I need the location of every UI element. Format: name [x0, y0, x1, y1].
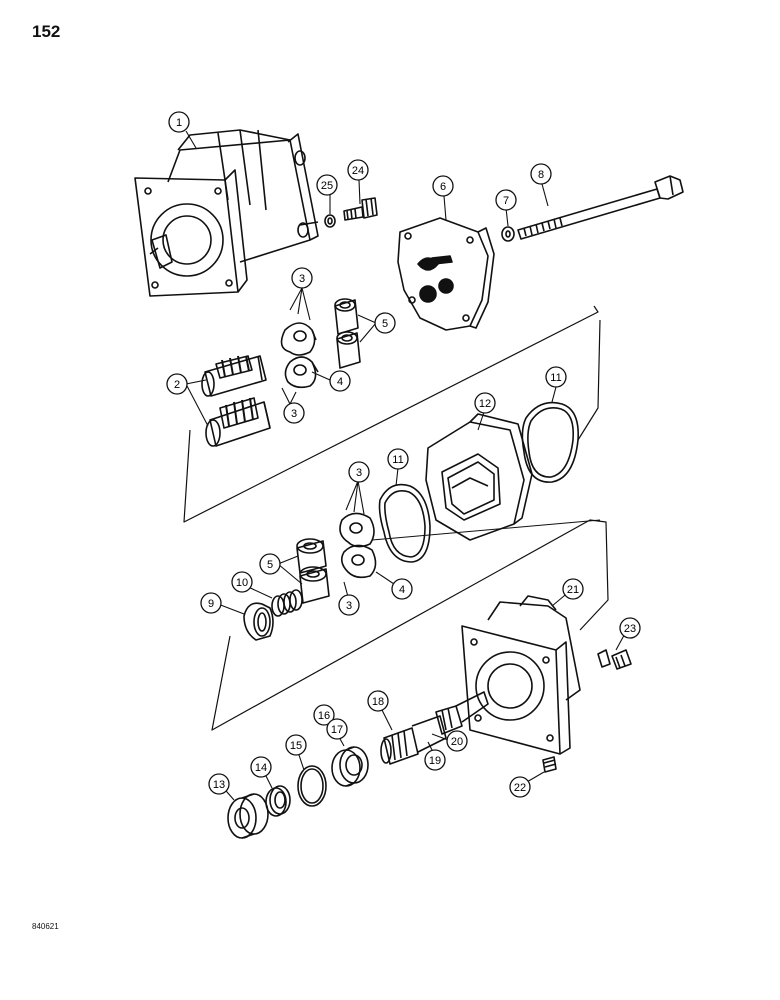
callout-11-right: 11: [545, 366, 567, 388]
svg-text:20: 20: [451, 736, 463, 748]
svg-text:8: 8: [538, 169, 544, 181]
retainer-ring-part-14: [265, 785, 291, 817]
callout-23: 23: [619, 617, 641, 639]
svg-text:5: 5: [382, 318, 388, 330]
bolt-part-24: [343, 197, 378, 221]
svg-text:7: 7: [503, 195, 509, 207]
callout-16: 16: [313, 704, 335, 726]
svg-text:11: 11: [392, 454, 403, 466]
svg-text:11: 11: [550, 372, 561, 384]
svg-text:15: 15: [290, 740, 302, 752]
callout-1: 1: [168, 111, 190, 133]
svg-text:4: 4: [337, 376, 343, 388]
svg-text:3: 3: [291, 408, 297, 420]
callout-5-upper: 5: [374, 312, 396, 334]
svg-text:19: 19: [429, 755, 441, 767]
callout-12: 12: [474, 392, 496, 414]
o-ring-part-15: [297, 765, 327, 807]
callout-5-lower: 5: [259, 553, 281, 575]
grouping-bracket-lower: [211, 519, 609, 731]
callout-18: 18: [367, 690, 389, 712]
illustration-reference-code: 840621: [32, 922, 59, 931]
callout-17: 17: [326, 718, 348, 740]
svg-text:21: 21: [567, 584, 579, 596]
gear-shaft-part-2-lower: [205, 397, 271, 447]
spring-part-10: [271, 589, 303, 617]
bearing-part-16-17: [331, 746, 369, 787]
seal-ring-part-11-right: [521, 401, 579, 483]
plug-part-22: [542, 756, 557, 773]
washer-part-7: [501, 226, 515, 242]
svg-text:18: 18: [372, 696, 384, 708]
svg-text:4: 4: [399, 584, 405, 596]
mounting-flange-part-21: [461, 595, 581, 755]
svg-text:10: 10: [236, 577, 248, 589]
svg-text:22: 22: [514, 782, 526, 794]
callout-25: 25: [316, 174, 338, 196]
svg-text:23: 23: [624, 623, 636, 635]
svg-text:14: 14: [255, 762, 267, 774]
callout-19: 19: [424, 749, 446, 771]
drive-shaft-part-18: [380, 691, 489, 765]
callout-13: 13: [208, 773, 230, 795]
callout-21: 21: [562, 578, 584, 600]
callout-3-lower: 3: [348, 461, 370, 483]
svg-text:3: 3: [356, 467, 362, 479]
callout-14: 14: [250, 756, 272, 778]
svg-text:17: 17: [331, 724, 343, 736]
callouts: 1 24 25 6 7 8 3 5 2 4 3 11 12 3 11 5 10 …: [166, 111, 641, 798]
callout-3-mid: 3: [283, 402, 305, 424]
page-number: 152: [32, 22, 61, 41]
callout-15: 15: [285, 734, 307, 756]
callout-9: 9: [200, 592, 222, 614]
grouping-bracket-upper-right: [577, 319, 601, 441]
gear-shaft-part-2-upper: [201, 355, 267, 397]
callout-6: 6: [432, 175, 454, 197]
callout-2: 2: [166, 373, 188, 395]
plug-part-23: [597, 649, 632, 670]
seal-part-9: [243, 602, 274, 641]
svg-text:25: 25: [321, 180, 333, 192]
cover-plate-part-6: [397, 217, 495, 331]
grouping-bracket-upper: [183, 305, 599, 523]
svg-text:1: 1: [176, 117, 182, 129]
svg-text:3: 3: [299, 273, 305, 285]
callout-11-left: 11: [387, 448, 409, 470]
callout-4-lower: 4: [391, 578, 413, 600]
svg-text:16: 16: [318, 710, 330, 722]
svg-text:5: 5: [267, 559, 273, 571]
pump-assembly-part-1: [134, 129, 319, 297]
svg-text:2: 2: [174, 379, 180, 391]
callout-24: 24: [347, 159, 369, 181]
thrust-plate-part-3-upper: [280, 322, 319, 389]
seal-ring-part-11-left: [378, 483, 431, 563]
svg-text:24: 24: [352, 165, 364, 177]
svg-text:6: 6: [440, 181, 446, 193]
pump-body-part-12: [425, 413, 533, 541]
svg-text:13: 13: [213, 779, 225, 791]
callout-8: 8: [530, 163, 552, 185]
callout-3-bottom: 3: [338, 594, 360, 616]
washer-part-25: [324, 214, 336, 228]
thrust-plate-part-3-lower: [339, 512, 377, 579]
callout-3-upper: 3: [291, 267, 313, 289]
callout-20: 20: [446, 730, 468, 752]
svg-text:9: 9: [208, 598, 214, 610]
svg-text:3: 3: [346, 600, 352, 612]
svg-text:12: 12: [479, 398, 491, 410]
callout-22: 22: [509, 776, 531, 798]
bearing-part-5-lower: [296, 538, 330, 604]
callout-7: 7: [495, 189, 517, 211]
shaft-seal-part-13: [227, 793, 269, 839]
callout-4-upper: 4: [329, 370, 351, 392]
leader-lines: [185, 130, 629, 801]
grouping-bracket-lower-link: [371, 519, 601, 541]
callout-10: 10: [231, 571, 253, 593]
bearing-part-5-upper: [334, 298, 361, 369]
bolt-part-8: [517, 175, 684, 240]
